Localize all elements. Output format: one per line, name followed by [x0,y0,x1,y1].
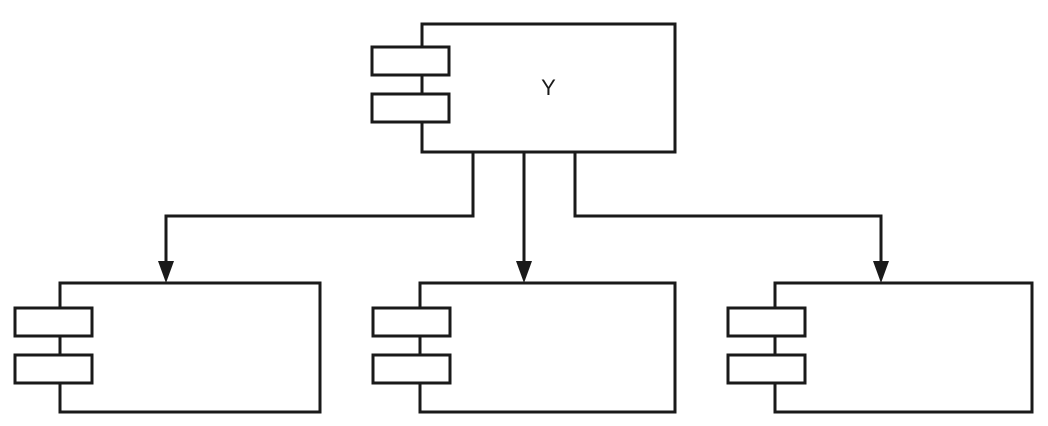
component-child-right[interactable] [726,281,1034,414]
connector-parent-to-child-left[interactable] [158,152,475,283]
component-child-left-tab-lower [13,353,94,385]
component-parent-tab-lower [370,92,451,124]
component-parent[interactable]: Y [370,22,677,154]
component-child-middle[interactable] [371,281,677,414]
component-child-middle-tab-upper [371,306,452,338]
component-child-right-tab-upper [726,306,807,338]
component-child-middle-tab-lower [371,353,452,385]
component-child-left-body [58,281,322,414]
component-parent-body [420,22,677,154]
arrowhead-icon-right [873,261,889,283]
connector-parent-to-child-right[interactable] [573,152,889,283]
connector-line-right [573,152,883,262]
component-child-right-body [773,281,1034,414]
component-parent-tab-upper [370,45,451,77]
component-child-right-tab-lower [726,353,807,385]
connector-line-left [164,152,475,262]
component-child-left[interactable] [13,281,322,414]
connector-parent-to-child-middle[interactable] [516,152,532,283]
component-child-left-tab-upper [13,306,94,338]
arrowhead-icon-middle [516,261,532,283]
component-child-middle-body [418,281,677,414]
component-parent-label: Y [541,75,556,100]
arrowhead-icon-left [158,261,174,283]
